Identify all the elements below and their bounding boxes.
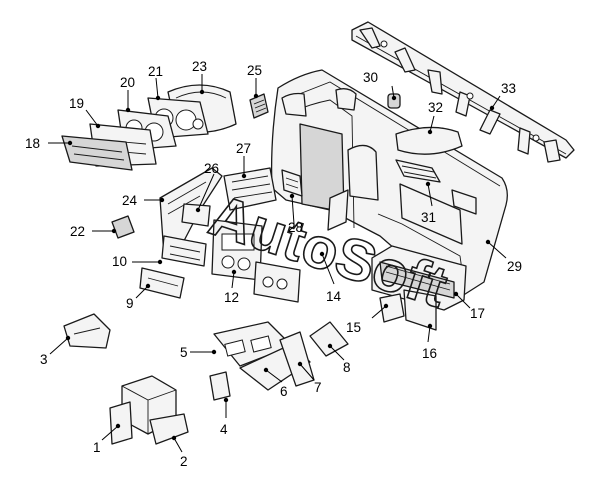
part-climate-panel [253, 261, 301, 303]
callout-9: 9 [126, 296, 134, 311]
callout-17: 17 [470, 306, 485, 321]
callout-10: 10 [112, 254, 127, 269]
callout-29: 29 [507, 259, 522, 274]
callout-25: 25 [247, 63, 262, 78]
callout-33: 33 [501, 81, 516, 96]
callout-1: 1 [93, 440, 101, 455]
callout-22: 22 [70, 224, 85, 239]
callout-12: 12 [224, 290, 239, 305]
callout-3: 3 [40, 352, 48, 367]
callout-16: 16 [422, 346, 437, 361]
part-cross-car-beam [351, 21, 575, 163]
callout-32: 32 [428, 100, 443, 115]
callout-4: 4 [220, 422, 228, 437]
callout-21: 21 [148, 64, 163, 79]
callout-6: 6 [280, 384, 288, 399]
part-vent-outlet [223, 167, 277, 211]
part-end-cap [309, 321, 349, 357]
callout-15: 15 [346, 320, 361, 335]
part-knee-bolster [109, 375, 189, 445]
callout-30: 30 [363, 70, 378, 85]
part-switch-block [181, 203, 211, 227]
part-instrument-panel [270, 69, 508, 297]
callout-24: 24 [122, 193, 138, 208]
part-small-bracket [209, 371, 231, 401]
callout-19: 19 [69, 96, 84, 111]
callout-2: 2 [180, 454, 188, 469]
callout-8: 8 [343, 360, 351, 375]
part-center-bracket [327, 189, 349, 231]
part-lower-console [371, 245, 467, 311]
callout-23: 23 [192, 59, 207, 74]
callout-7: 7 [314, 380, 322, 395]
callout-27: 27 [236, 141, 251, 156]
part-glove-box-lid [395, 126, 463, 155]
callout-31: 31 [421, 210, 436, 225]
part-radio-bezel [211, 219, 263, 281]
callout-28: 28 [288, 220, 303, 235]
part-centre-stack [281, 169, 303, 197]
callout-26: 26 [204, 161, 219, 176]
part-switch-strip [139, 267, 185, 299]
part-knob [387, 93, 401, 109]
callout-18: 18 [25, 136, 40, 151]
part-drawings [61, 21, 575, 445]
callouts: 1 2 3 4 5 6 7 8 9 10 12 14 15 [25, 59, 522, 469]
part-console-clip [379, 293, 405, 323]
part-switch-panel [161, 235, 207, 267]
callout-20: 20 [120, 75, 135, 90]
callout-14: 14 [326, 289, 342, 304]
callout-5: 5 [180, 345, 188, 360]
part-cluster-hood [61, 135, 133, 171]
part-switch-knob [111, 215, 135, 239]
part-console-side [403, 289, 437, 331]
